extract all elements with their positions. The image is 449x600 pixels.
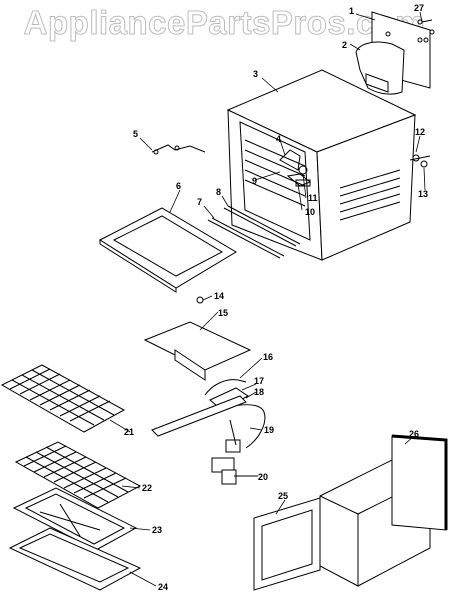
- part-12-13-fittings: [409, 154, 431, 168]
- part-7-8-rods: [207, 205, 301, 259]
- part-25-26-drawer: [253, 434, 448, 591]
- callout-21: 21: [124, 427, 134, 437]
- callout-16: 16: [263, 352, 273, 362]
- part-16-19-burner: [151, 379, 266, 453]
- part-21-rack: [0, 364, 126, 433]
- callout-17: 17: [254, 376, 264, 386]
- callout-24: 24: [158, 582, 168, 592]
- part-3-oven-cavity: [226, 69, 417, 261]
- callout-7: 7: [197, 197, 202, 207]
- callout-4: 4: [276, 134, 281, 144]
- callout-12: 12: [415, 127, 425, 137]
- callout-18: 18: [254, 387, 264, 397]
- callout-19: 19: [264, 425, 274, 435]
- part-5-wire: [151, 144, 206, 155]
- callout-5: 5: [133, 129, 138, 139]
- callout-3: 3: [253, 69, 258, 79]
- part-22-grid: [14, 441, 142, 509]
- part-14-screw: [196, 296, 204, 304]
- callout-13: 13: [418, 189, 428, 199]
- part-6-tray: [98, 207, 237, 293]
- callout-6: 6: [176, 181, 181, 191]
- callout-8: 8: [216, 187, 221, 197]
- callout-10: 10: [305, 207, 315, 217]
- callout-26: 26: [409, 429, 419, 439]
- callout-23: 23: [152, 525, 162, 535]
- callout-14: 14: [214, 291, 224, 301]
- callout-20: 20: [258, 472, 268, 482]
- callout-11: 11: [308, 193, 318, 203]
- callout-15: 15: [218, 308, 228, 318]
- callout-9: 9: [252, 176, 257, 186]
- callout-25: 25: [278, 491, 288, 501]
- callout-labels: 1 2 3 4 5 6 7 8 9 10 11 12 13 14 15 16 1…: [124, 3, 428, 592]
- leader-lines: [109, 11, 426, 587]
- part-20-valve: [211, 457, 258, 485]
- part-2-bracket: [355, 41, 405, 95]
- callout-1: 1: [349, 6, 354, 16]
- watermark: AppliancePartsPros.com: [23, 4, 426, 42]
- part-24-panel: [8, 527, 142, 591]
- callout-2: 2: [342, 40, 347, 50]
- callout-27: 27: [414, 3, 424, 13]
- callout-22: 22: [142, 483, 152, 493]
- part-15-shield: [143, 321, 252, 381]
